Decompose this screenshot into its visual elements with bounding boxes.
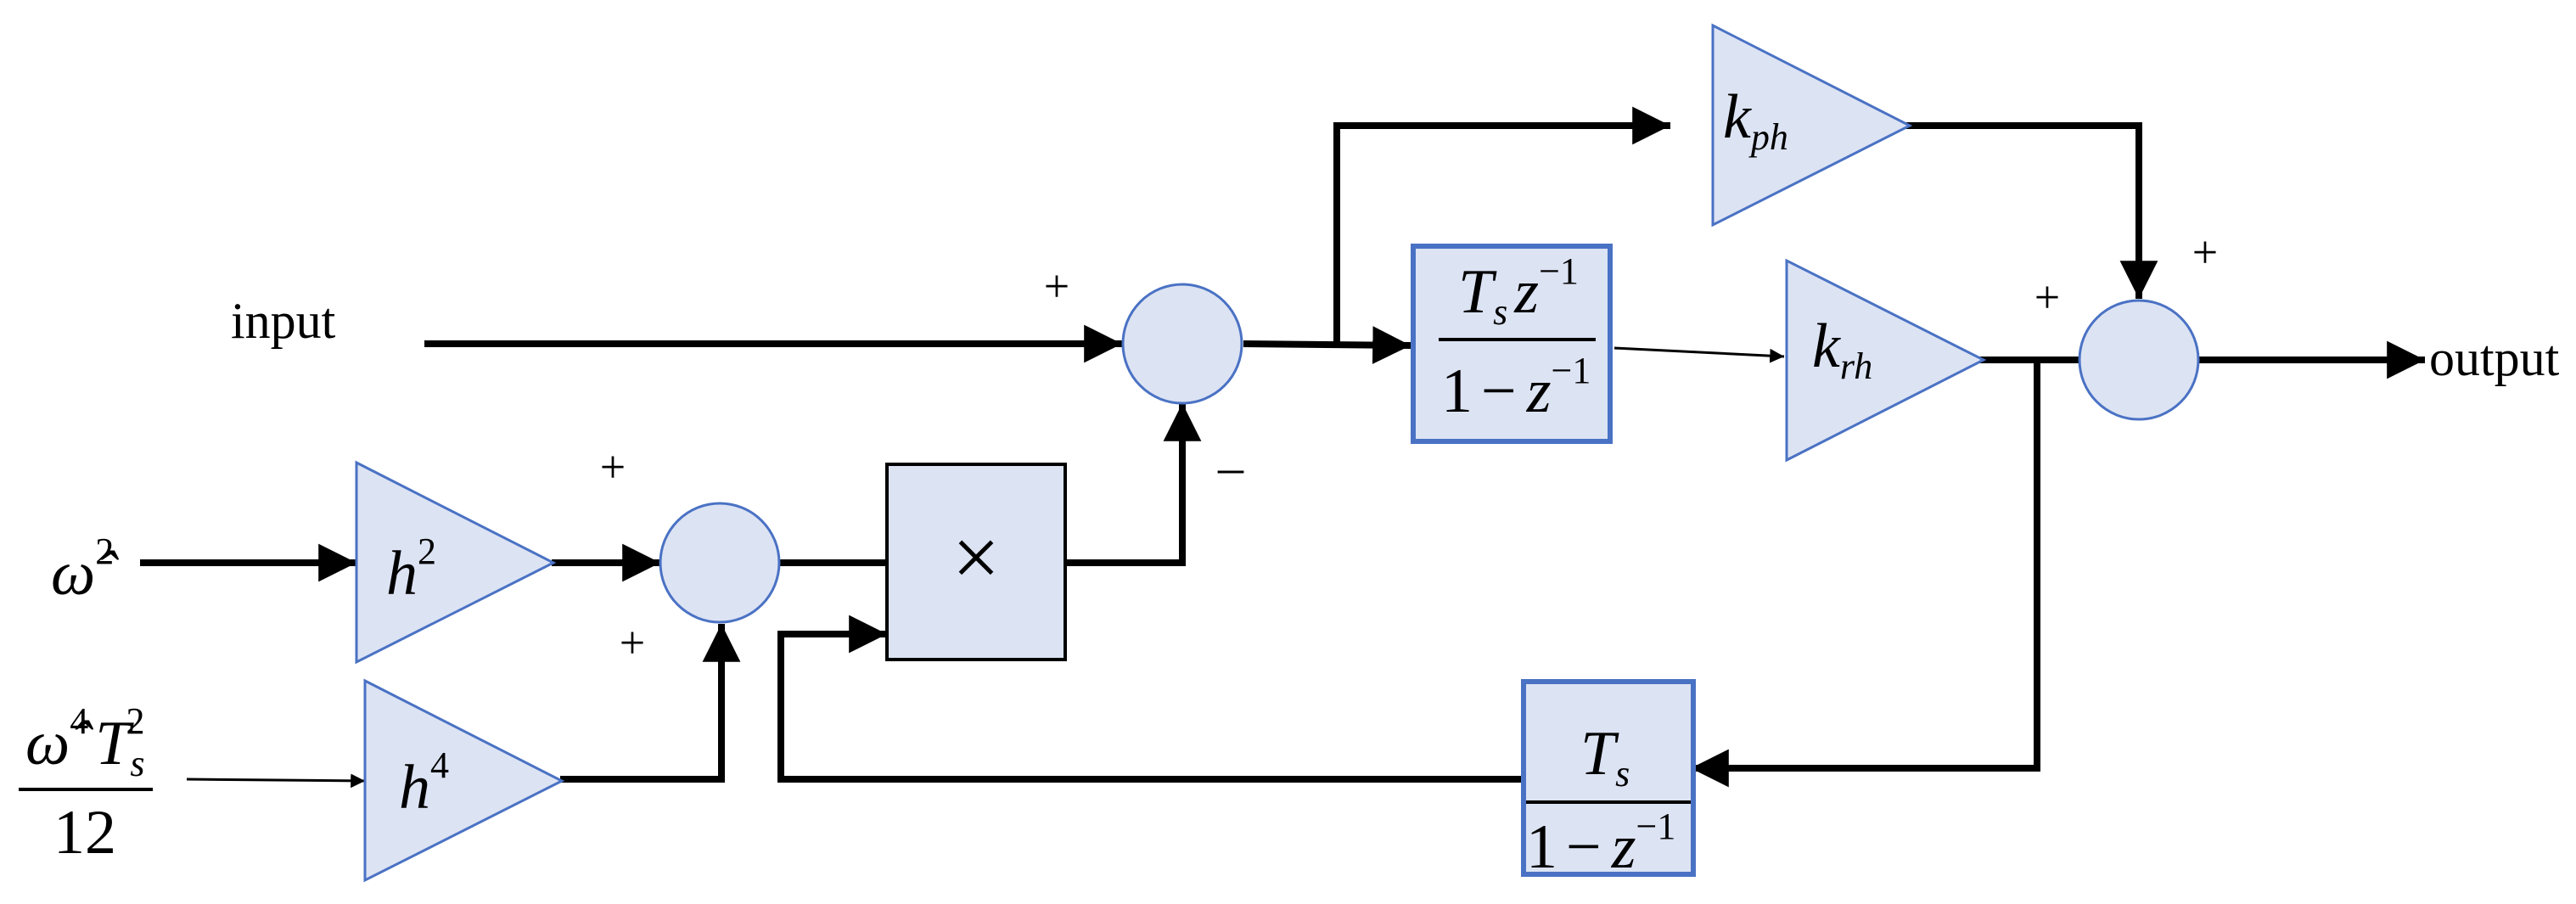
wire-feedback — [1691, 360, 2040, 788]
integrator-bottom-numerator: Ts — [1580, 719, 1630, 795]
sum1-plus-sign: + — [1044, 261, 1069, 312]
gain-h2-label: h2 — [386, 531, 436, 609]
omega-squared-label: ω̂2 — [51, 531, 119, 609]
omega4-denominator: 12 — [53, 798, 116, 868]
output-label: output — [2429, 330, 2560, 386]
multiplier-block — [885, 463, 1067, 661]
wire-int-bottom-mult — [777, 615, 1524, 783]
wire-omega4-h4 — [186, 773, 366, 789]
gain-krh-label: krh — [1812, 312, 1872, 387]
wire-h4-sum2 — [560, 624, 741, 783]
sum-junction-1 — [1121, 283, 1243, 405]
wire-kph-sum3 — [1905, 122, 2158, 299]
sum-junction-2 — [659, 502, 781, 624]
wire-integrator-krh — [1614, 346, 1785, 363]
gain-h4-label: h4 — [399, 744, 449, 823]
gain-h2-triangle — [355, 460, 557, 665]
sum2-bottom-plus-sign: + — [620, 617, 645, 668]
gain-kph-triangle — [1711, 23, 1913, 227]
multiplier-symbol: × — [952, 510, 1000, 604]
sum-junction-3 — [2078, 299, 2200, 421]
gain-h4-triangle — [363, 678, 565, 883]
integrator-top-block — [1411, 244, 1613, 444]
gain-krh-triangle — [1785, 258, 1987, 463]
sum3-left-plus-sign: + — [2034, 272, 2060, 323]
integrator-bottom-block — [1521, 679, 1696, 877]
wire-mult-sum1 — [1065, 403, 1202, 566]
sum1-minus-sign: – — [1217, 439, 1244, 495]
wire-sum1-integrator — [1243, 326, 1411, 364]
sum2-top-plus-sign: + — [600, 441, 626, 492]
input-label: input — [231, 293, 336, 349]
integrator-top-denominator: 1−z−1 — [1441, 350, 1591, 426]
gain-kph-label: kph — [1723, 82, 1788, 158]
wire-branch-kph — [1333, 106, 1670, 344]
integrator-bottom-denominator: 1−z−1 — [1526, 806, 1675, 882]
sum3-top-plus-sign: + — [2192, 227, 2218, 278]
